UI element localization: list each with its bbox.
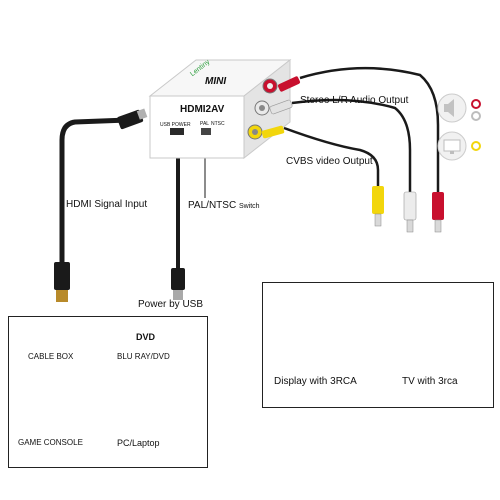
usb-port-label: USB POWER [160, 122, 191, 128]
display-3rca-label: Display with 3RCA [274, 376, 357, 387]
switch-label-pal: PAL [200, 121, 210, 127]
rca-plug-white-end [403, 191, 417, 233]
usb-cable [171, 148, 185, 300]
pal-ntsc-switch [201, 128, 211, 135]
pc-laptop-label: PC/Laptop [117, 438, 160, 448]
monitor-icon [437, 131, 481, 161]
hdmi-input-label: HDMI Signal Input [66, 199, 148, 210]
pal-ntsc-switch-label: PAL/NTSC Switch [188, 200, 260, 213]
hdmi-cable [54, 108, 148, 302]
hdmi-plug-gold [56, 290, 68, 302]
blu-ray-label: BLU RAY/DVD [117, 352, 170, 361]
hdmi2av-adapter [148, 58, 292, 160]
rca-plugs-adapter [261, 76, 301, 139]
cvbs-video-label: CVBS video Output [286, 156, 373, 167]
tv-3rca-label: TV with 3rca [402, 376, 458, 387]
pal-ntsc-main-text: PAL/NTSC [188, 200, 237, 211]
power-usb-label: Power by USB [138, 299, 204, 310]
yellow-video-cable [283, 126, 380, 192]
rca-plug-yellow-end [372, 186, 384, 227]
pal-ntsc-sub-text: Switch [238, 203, 260, 210]
red-audio-cable [299, 66, 440, 200]
usb-port [170, 128, 184, 135]
switch-label-ntsc: NTSC [211, 121, 225, 127]
white-audio-cable [291, 98, 412, 200]
rca-plug-red-end [432, 192, 444, 233]
model-mini-label: MINI [205, 76, 227, 87]
source-devices-box [8, 316, 208, 468]
game-console-label: GAME CONSOLE [18, 438, 83, 447]
cable-box-label: CABLE BOX [28, 352, 74, 361]
dvd-badge: DVD [136, 332, 156, 342]
stereo-audio-label: Stereo L/R Audio Output [300, 95, 409, 106]
display-devices-box [262, 282, 494, 408]
speaker-icon [437, 93, 481, 123]
model-name-label: HDMI2AV [180, 104, 225, 115]
